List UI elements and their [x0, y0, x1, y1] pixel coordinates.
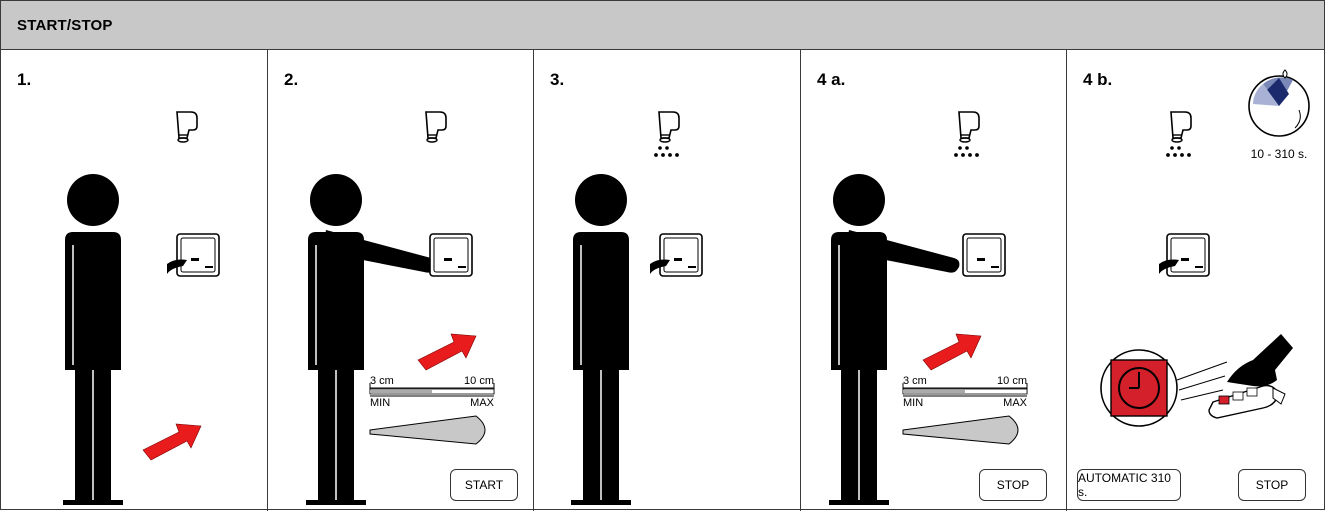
water-drops-icon [954, 146, 979, 157]
sensor-panel-icon [177, 234, 219, 276]
person-icon [829, 174, 889, 505]
water-drops-icon [654, 146, 679, 157]
stop-button[interactable]: STOP [979, 469, 1047, 501]
clock-icon [1101, 350, 1177, 426]
range-min-label: 3 cm [370, 375, 394, 387]
start-button[interactable]: START [450, 469, 518, 501]
max-label: MAX [1003, 397, 1028, 409]
step-panel-1: 1. [1, 50, 268, 511]
automatic-button[interactable]: AUTOMATIC 310 s. [1077, 469, 1181, 501]
shower-head-icon [426, 112, 446, 142]
sensor-panel-icon [963, 234, 1005, 276]
range-max-label: 10 cm [464, 375, 494, 387]
sensor-panel-icon [430, 234, 472, 276]
step-panel-3: 3. [534, 50, 801, 511]
timer-range-label: 10 - 310 s. [1251, 147, 1308, 161]
step-3-illustration [534, 50, 800, 511]
range-min-label: 3 cm [903, 375, 927, 387]
red-arrow-icon [418, 334, 476, 370]
header-bar: START/STOP [1, 1, 1324, 50]
range-scale-icon [370, 383, 494, 444]
person-icon [571, 174, 631, 505]
red-arrow-icon [923, 334, 981, 370]
shower-head-icon [959, 112, 979, 142]
step-panel-4a: 4 a. 3 cm 10 cm MIN MAX STOP [801, 50, 1067, 511]
shower-head-icon [177, 112, 197, 142]
hand-remote-icon [1177, 334, 1293, 418]
shower-head-icon [1171, 112, 1191, 142]
range-max-label: 10 cm [997, 375, 1027, 387]
step-2-illustration: 3 cm 10 cm MIN MAX [268, 50, 533, 511]
max-label: MAX [470, 397, 495, 409]
red-arrow-icon [143, 424, 201, 460]
timer-dial-icon [1249, 70, 1309, 136]
person-icon [63, 174, 123, 505]
step-1-illustration [1, 50, 267, 511]
step-panel-4b: 4 b. 10 - 310 s. [1067, 50, 1325, 511]
page-title: START/STOP [17, 17, 113, 34]
step-4b-illustration: 10 - 310 s. [1067, 50, 1325, 511]
person-icon [306, 174, 366, 505]
step-panel-2: 2. 3 cm 10 cm MIN MAX START [268, 50, 534, 511]
shower-head-icon [659, 112, 679, 142]
step-4a-illustration: 3 cm 10 cm MIN MAX [801, 50, 1066, 511]
sensor-panel-icon [660, 234, 702, 276]
water-drops-icon [1166, 146, 1191, 157]
min-label: MIN [370, 397, 390, 409]
min-label: MIN [903, 397, 923, 409]
stop-button[interactable]: STOP [1238, 469, 1306, 501]
sensor-panel-icon [1167, 234, 1209, 276]
range-scale-icon [903, 383, 1027, 444]
